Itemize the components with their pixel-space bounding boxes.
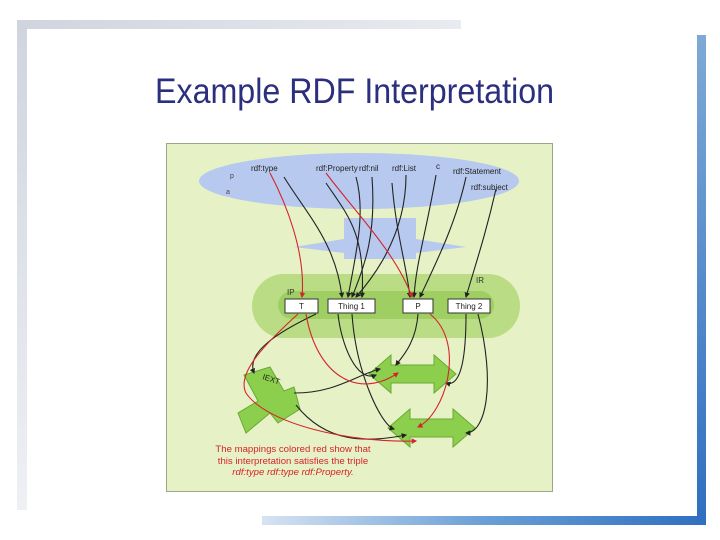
mapping-line	[464, 313, 488, 436]
vocab-a: a	[226, 189, 230, 196]
highlighted-mapping-line	[305, 313, 399, 385]
node-thing1-box	[327, 298, 376, 314]
node-p-label: P	[415, 302, 420, 311]
mapping-line	[325, 182, 366, 299]
iext-pair-arrow-1	[368, 353, 457, 395]
caption-line-2: this interpretation satisfies the triple	[217, 455, 369, 467]
set-ir-label: IR	[476, 276, 484, 285]
node-t-box	[284, 298, 319, 314]
highlighted-mapping-line	[243, 313, 418, 444]
mapping-line	[249, 313, 317, 375]
node-p-box	[402, 298, 434, 314]
node-thing2-label: Thing 2	[456, 302, 483, 311]
highlighted-mapping-line	[325, 172, 414, 299]
node-t-label: T	[299, 302, 304, 311]
slide-frame-bottom	[262, 516, 706, 525]
caption-line-3: rdf:type rdf:type rdf:Property.	[232, 467, 354, 478]
slide-frame-top	[17, 20, 461, 29]
vocabulary-cloud	[199, 153, 519, 209]
iext-arrow	[237, 366, 301, 434]
slide-frame-right	[697, 35, 706, 525]
mapping-line	[444, 313, 467, 387]
vocab-p: p	[230, 173, 234, 180]
highlighted-mapping-line	[269, 172, 306, 299]
vocab-rdf-type: rdf:type	[251, 164, 278, 173]
mapping-line	[295, 404, 408, 440]
mapping-funnel	[294, 218, 466, 259]
mapping-line	[391, 182, 413, 299]
caption-line-1: The mappings colored red show that	[215, 444, 371, 455]
vocab-rdf-list: rdf:List	[392, 164, 417, 173]
slide-title: Example RDF Interpretation	[155, 72, 555, 111]
mapping-line	[395, 313, 419, 366]
node-thing2-box	[447, 298, 491, 314]
vocab-c: c	[436, 162, 440, 171]
highlighted-mapping-line	[417, 313, 450, 428]
iext-pair-arrow-2	[387, 407, 476, 449]
mapping-line	[346, 176, 361, 299]
mapping-line	[351, 176, 374, 299]
mapping-line	[464, 188, 497, 299]
rdf-interpretation-diagram: rdf:type rdf:Property rdf:nil rdf:List c…	[166, 143, 553, 492]
node-thing1-label: Thing 1	[338, 302, 365, 311]
set-ip-label: IP	[287, 288, 295, 297]
mapping-line	[337, 313, 378, 380]
vocab-rdf-subject: rdf:subject	[471, 183, 509, 192]
mapping-line	[283, 176, 345, 299]
slide-frame-left	[17, 20, 27, 510]
mapping-line	[293, 367, 382, 394]
mapping-line	[411, 174, 437, 299]
diagram-caption: The mappings colored red show that this …	[208, 444, 378, 479]
vocab-rdf-statement: rdf:Statement	[453, 167, 502, 176]
mapping-line	[355, 174, 407, 298]
mapping-line	[419, 176, 467, 298]
mapping-line	[351, 313, 396, 431]
vocab-rdf-nil: rdf:nil	[359, 164, 379, 173]
vocab-rdf-property: rdf:Property	[316, 164, 358, 173]
